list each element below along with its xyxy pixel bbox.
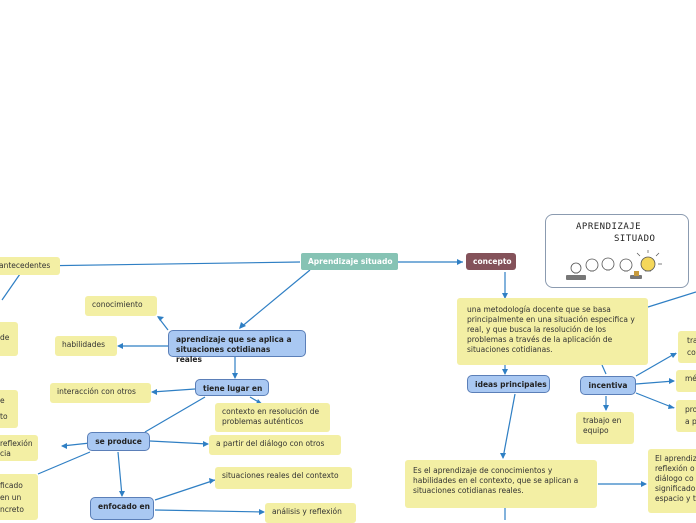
situaciones-reales-node[interactable]: situaciones reales del contexto	[215, 467, 352, 489]
lightbulbs-illustration	[566, 250, 662, 280]
left-partial-text: de	[0, 333, 10, 342]
analisis-node[interactable]: análisis y reflexión	[265, 503, 356, 523]
definicion-node[interactable]: una metodología docente que se basa prin…	[457, 298, 648, 365]
right-partial-node-1[interactable]: tra co	[678, 331, 696, 363]
se-produce-node[interactable]: se produce	[87, 432, 150, 451]
aprendizaje-aplica-node[interactable]: aprendizaje que se aplica a situaciones …	[168, 330, 306, 364]
dialogo-node[interactable]: a partir del diálogo con otros	[209, 435, 341, 455]
antecedentes-node[interactable]: antecedentes	[0, 257, 60, 275]
right-partial-text: pro	[685, 405, 696, 414]
image-title-line1: APRENDIZAJE	[576, 222, 642, 232]
enfocado-node[interactable]: enfocado en	[90, 497, 154, 520]
right-partial-text: tra	[687, 336, 696, 345]
left-partial-node-1[interactable]: de	[0, 322, 18, 356]
left-partial-node-4[interactable]: ficado en un ncreto	[0, 474, 38, 520]
right-partial-text: co	[687, 348, 696, 357]
idea-texto-node[interactable]: Es el aprendizaje de conocimientos y hab…	[405, 460, 597, 508]
right-partial-node-4[interactable]: El aprendiz reflexión o diálogo co signi…	[648, 449, 696, 513]
left-partial-text: ncreto	[0, 505, 24, 514]
right-partial-text: mé	[685, 374, 696, 383]
left-partial-text: ficado	[0, 481, 23, 490]
tiene-lugar-node[interactable]: tiene lugar en	[195, 379, 269, 396]
left-partial-text: e	[0, 396, 5, 405]
left-partial-text: cia	[0, 449, 11, 458]
left-partial-text: en un	[0, 493, 22, 502]
ideas-principales-node[interactable]: ideas principales	[467, 375, 550, 393]
concepto-node[interactable]: concepto	[466, 253, 516, 270]
aprendizaje-situado-image: APRENDIZAJE SITUADO	[545, 214, 689, 288]
right-partial-text: a p	[685, 417, 696, 426]
conocimiento-node[interactable]: conocimiento	[85, 296, 157, 316]
habilidades-node[interactable]: habilidades	[55, 336, 117, 356]
right-partial-node-3[interactable]: pro a p	[676, 400, 696, 432]
left-partial-text: reflexión	[0, 439, 33, 448]
right-partial-node-2[interactable]: mé	[676, 370, 696, 392]
contexto-resolucion-node[interactable]: contexto en resolución de problemas auté…	[215, 403, 330, 432]
incentiva-node[interactable]: incentiva	[580, 376, 636, 395]
image-title-line2: SITUADO	[614, 234, 656, 244]
left-partial-node-2[interactable]: e to	[0, 390, 18, 428]
left-partial-text: to	[0, 412, 8, 421]
trabajo-equipo-node[interactable]: trabajo en equipo	[576, 412, 634, 444]
root-node[interactable]: Aprendizaje situado	[301, 253, 398, 270]
interaccion-node[interactable]: interacción con otros	[50, 383, 151, 403]
